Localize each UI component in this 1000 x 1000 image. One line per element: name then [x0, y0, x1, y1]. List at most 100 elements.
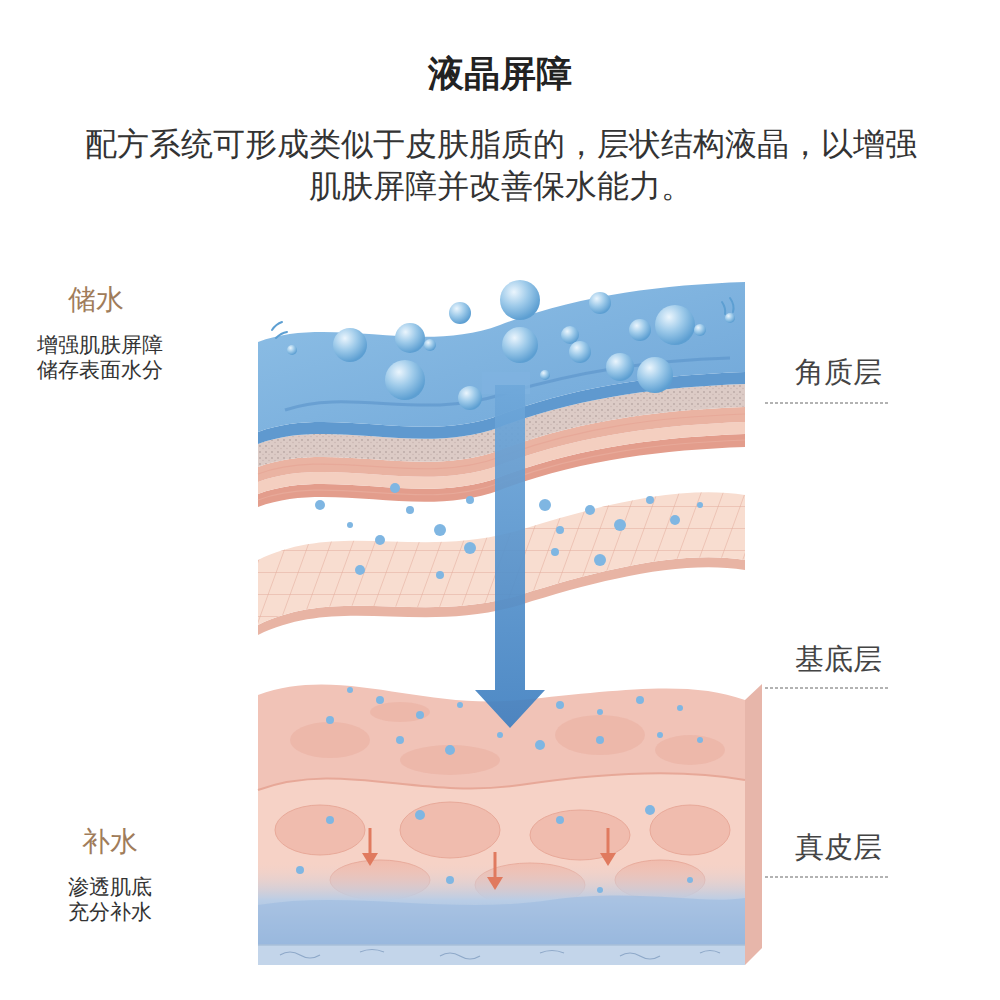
hydration-arrows [607, 828, 610, 856]
dermis-edge [258, 773, 745, 790]
water-droplets [376, 696, 384, 704]
water-droplets [596, 736, 604, 744]
water-bubbles [502, 327, 538, 363]
water-droplets [355, 565, 365, 575]
water-bubbles [561, 326, 579, 344]
dermis-cells [258, 896, 745, 945]
feature-heading-holder: 储水 [68, 283, 124, 317]
water-droplets [556, 816, 564, 824]
water-droplets [556, 526, 564, 534]
layer-name-holder: 真皮层 [795, 830, 882, 865]
dermis-cells [650, 805, 730, 855]
water-droplets [636, 696, 644, 704]
water-droplets [585, 505, 595, 515]
water-bubbles [694, 324, 706, 336]
dashed-rule [765, 403, 890, 877]
hydration-arrows [494, 852, 497, 880]
penetration-arrow [475, 372, 545, 728]
water-droplets [614, 519, 626, 531]
feature-text: 渗透肌底 充分补水 [68, 875, 163, 925]
water-droplets [375, 535, 385, 545]
layer-name-holder: 基底层 [795, 642, 882, 677]
water-droplets [445, 745, 455, 755]
water-bubbles [385, 360, 425, 400]
water-droplets [396, 736, 404, 744]
dermis-cells [258, 802, 745, 965]
dermis-cells [400, 802, 500, 858]
water-bubbles [395, 323, 425, 353]
water-droplets [446, 876, 454, 884]
feature-text-holder: 增强肌肤屏障 储存表面水分 [37, 333, 174, 383]
hydration-arrows [362, 828, 616, 890]
water-droplets [457, 702, 463, 708]
water-bubbles [589, 292, 611, 314]
water-droplets [415, 810, 425, 820]
water-bubbles [637, 357, 673, 393]
feature-heading: 补水 [82, 825, 138, 859]
water-droplets [416, 711, 424, 719]
water-bubbles [424, 339, 436, 351]
dermis-cells [530, 810, 630, 860]
water-droplets [677, 705, 683, 711]
water-bubbles [725, 313, 735, 323]
dermis-cells [280, 950, 720, 960]
water-droplets [436, 571, 444, 579]
dermis-side [745, 684, 762, 965]
water-droplets [296, 866, 304, 874]
caption-text-holder: 配方系统可形成类似于皮肤脂质的，层状结构液晶，以增强肌肤屏障并改善保水能力。 [78, 124, 923, 207]
water-droplets [464, 542, 476, 554]
dermis-cells [258, 860, 745, 950]
water-bubbles [569, 341, 591, 363]
dermis-top-cells [400, 745, 500, 775]
water-bubbles [500, 280, 540, 320]
dashed-rule [765, 403, 890, 404]
dermis-top-cells [655, 735, 725, 765]
water-droplets [535, 740, 545, 750]
dermis-top-cells [290, 722, 370, 758]
dashed-rule [765, 688, 890, 689]
splash-marks [730, 298, 734, 312]
layer-name: 角质层 [795, 355, 882, 390]
water-droplets [597, 887, 603, 893]
water-droplets [466, 496, 474, 504]
water-bubbles [540, 370, 550, 380]
feature-heading-holder: 补水 [82, 825, 138, 859]
water-droplets [645, 805, 655, 815]
feature-text-holder: 渗透肌底 充分补水 [68, 875, 163, 925]
splash-marks [722, 302, 725, 314]
water-droplets [326, 716, 334, 724]
water-droplets [296, 483, 703, 893]
water-droplets [326, 816, 334, 824]
caption-text: 配方系统可形成类似于皮肤脂质的，层状结构液晶，以增强肌肤屏障并改善保水能力。 [78, 124, 923, 207]
hydration-arrows [487, 877, 503, 890]
layer-name: 真皮层 [795, 830, 882, 865]
water-droplets [670, 515, 680, 525]
water-bubbles [606, 353, 634, 381]
hydration-arrows [600, 853, 616, 866]
water-droplets [497, 732, 503, 738]
dashed-rule [765, 877, 890, 878]
water-droplets [315, 500, 325, 510]
penetration-arrow [475, 385, 545, 728]
water-droplets [406, 506, 414, 514]
feature-text: 增强肌肤屏障 储存表面水分 [37, 333, 174, 383]
water-droplets [657, 732, 663, 738]
water-bubbles [333, 328, 367, 362]
hydration-arrows [362, 853, 378, 866]
diagram-title: 液晶屏障 [0, 52, 1000, 95]
water-droplets [594, 554, 606, 566]
splash-marks [272, 322, 282, 330]
water-droplets [697, 502, 703, 508]
water-bubbles [287, 345, 297, 355]
hydration-arrows [369, 828, 372, 856]
water-droplets [390, 483, 400, 493]
water-droplets [646, 496, 654, 504]
water-droplets [539, 499, 551, 511]
layer-name-holder: 角质层 [795, 355, 882, 390]
water-droplets [347, 687, 353, 693]
water-bubbles [449, 302, 471, 324]
dermis-cells [275, 805, 365, 855]
dermis-block [258, 944, 745, 946]
water-droplets [347, 522, 353, 528]
